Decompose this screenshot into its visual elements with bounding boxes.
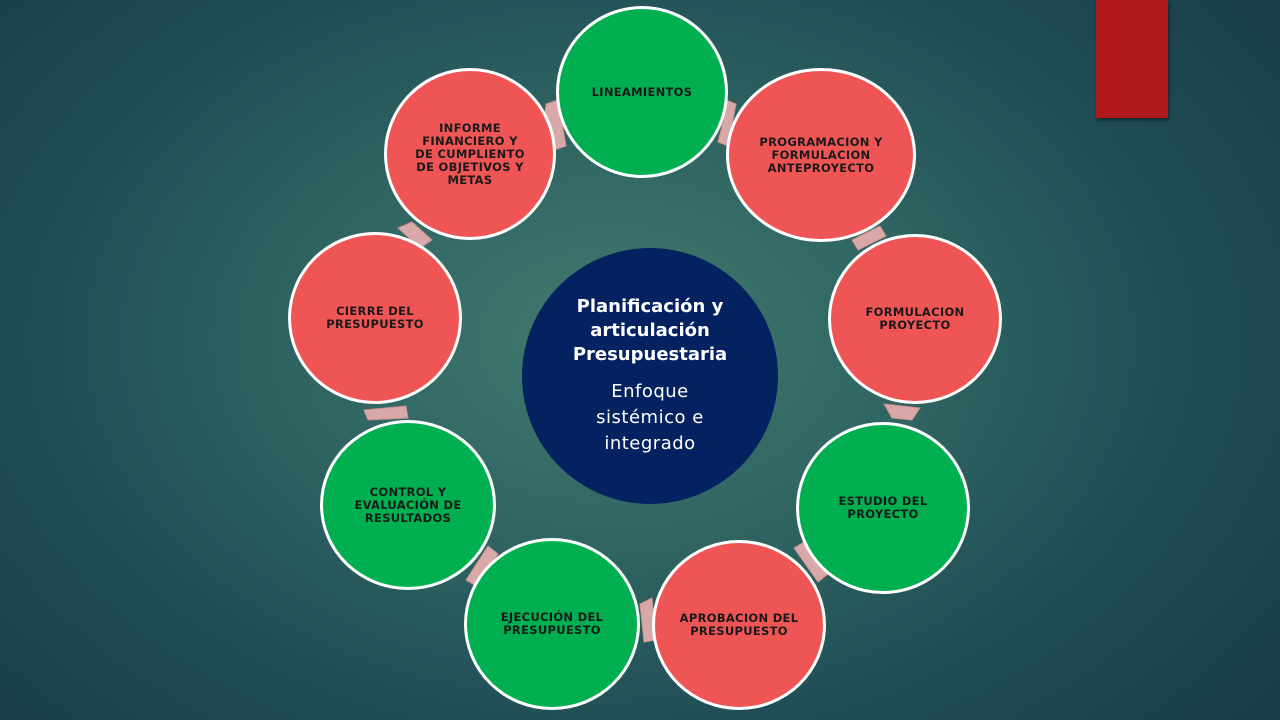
center-circle: Planificación y articulación Presupuesta…	[522, 248, 778, 504]
node-ejecucion-del-presupuesto: EJECUCIÓN DEL PRESUPUESTO	[464, 538, 640, 710]
node-cierre-del-presupuesto: CIERRE DEL PRESUPUESTO	[288, 232, 462, 404]
node-lineamientos: LINEAMIENTOS	[556, 6, 728, 178]
node-aprobacion-del-presupuesto: APROBACION DEL PRESUPUESTO	[652, 540, 826, 710]
arrow-formulacion-to-estudio	[883, 403, 921, 421]
arrow-control-to-cierre	[363, 405, 409, 421]
node-control-y-evaluacion: CONTROL Y EVALUACIÓN DE RESULTADOS	[320, 420, 496, 590]
center-subtitle: Enfoque sistémico e integrado	[596, 381, 704, 454]
node-estudio-del-proyecto: ESTUDIO DEL PROYECTO	[796, 422, 970, 594]
corner-accent-tab	[1096, 0, 1168, 118]
node-programacion-formulacion-anteproyecto: PROGRAMACION Y FORMULACION ANTEPROYECTO	[726, 68, 916, 242]
center-title: Planificación y articulación Presupuesta…	[572, 296, 728, 365]
arrow-programacion-to-formulacion	[851, 225, 887, 251]
node-formulacion-proyecto: FORMULACION PROYECTO	[828, 234, 1002, 404]
node-informe-financiero: INFORME FINANCIERO Y DE CUMPLIENTO DE OB…	[384, 68, 556, 240]
